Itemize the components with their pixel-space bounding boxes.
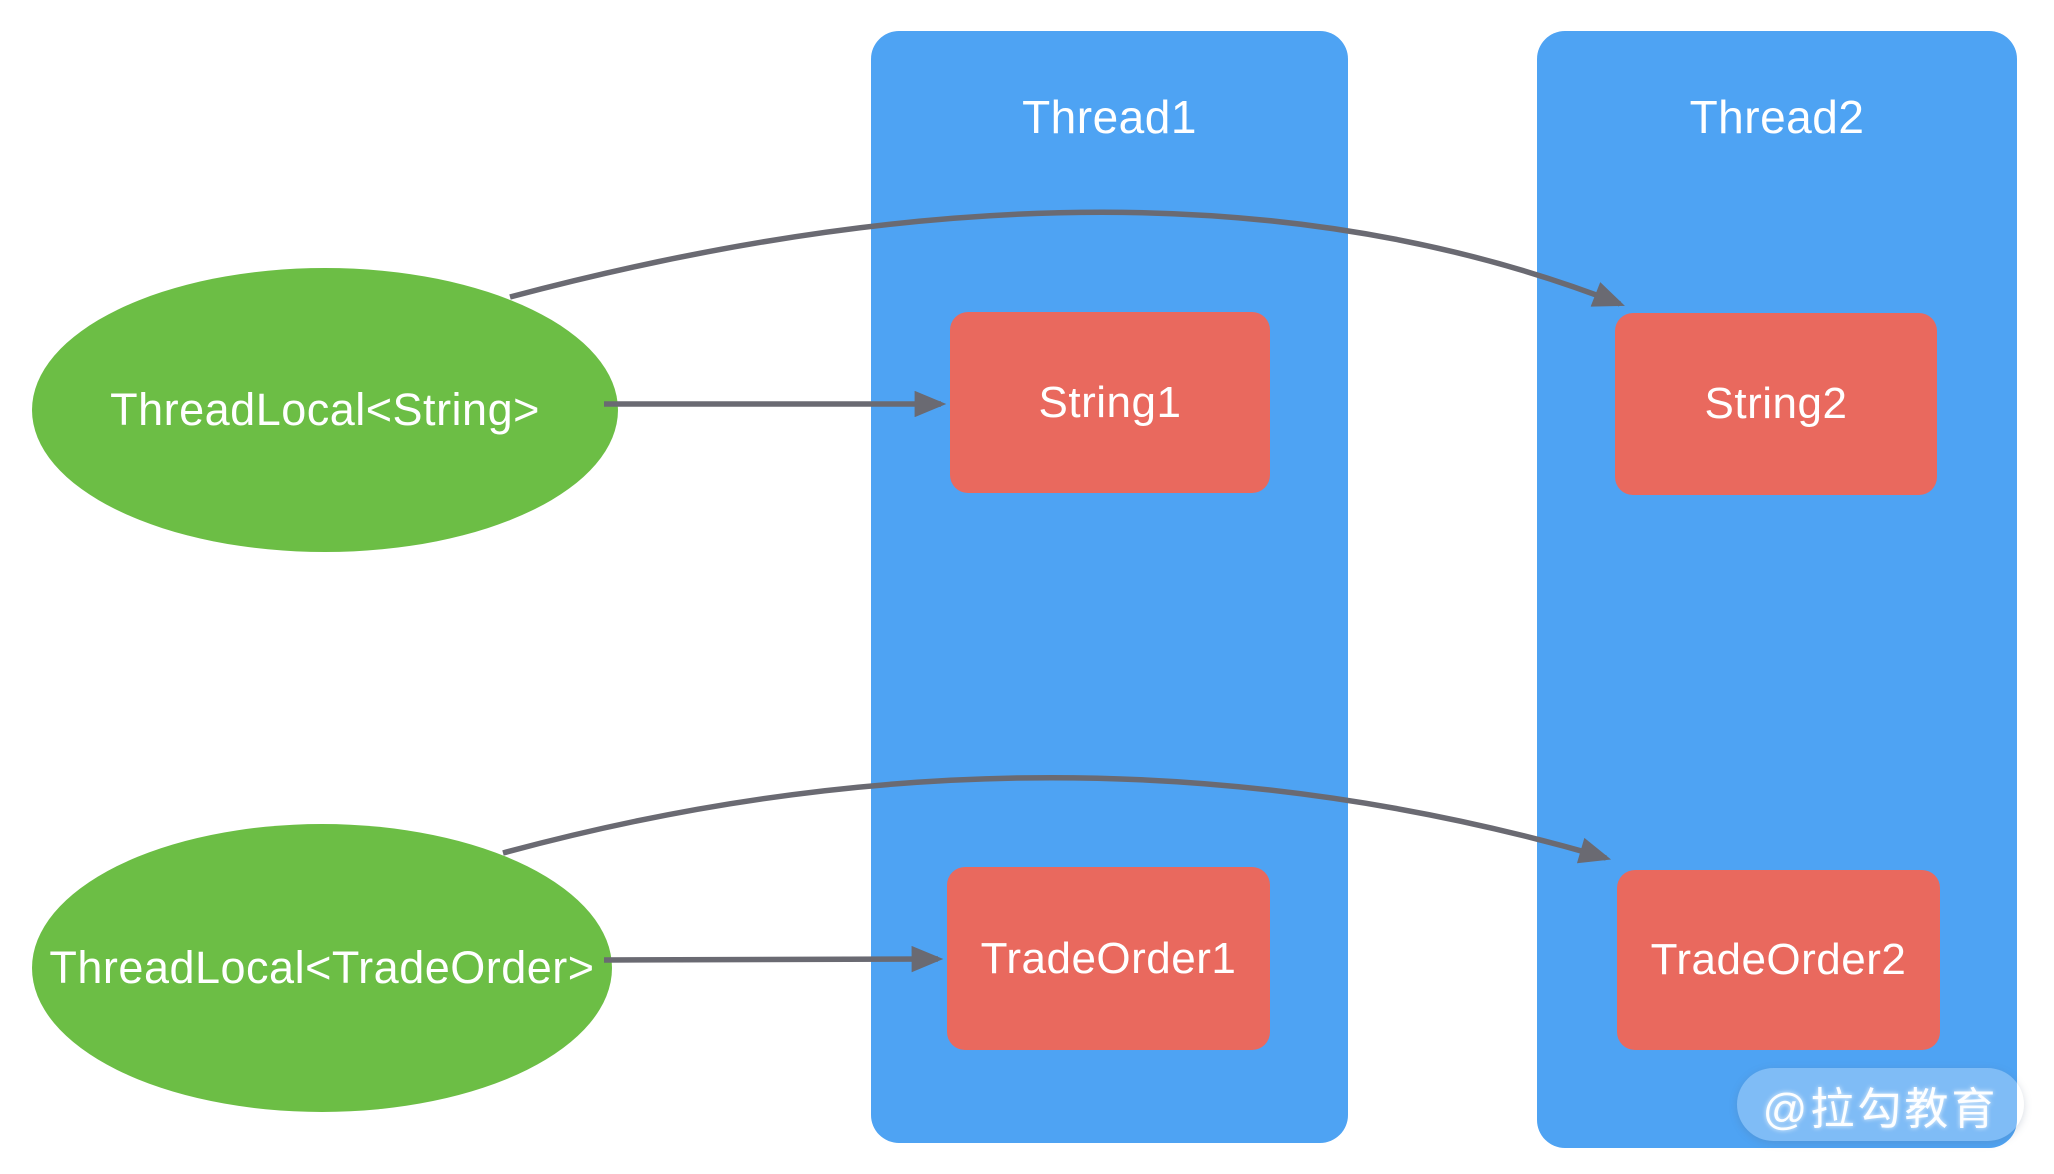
thread1-column: Thread1 String1 TradeOrder1 <box>871 31 1348 1143</box>
tradeorder2-box: TradeOrder2 <box>1617 870 1940 1050</box>
threadlocal-tradeorder-label: ThreadLocal<TradeOrder> <box>49 942 595 993</box>
thread2-column: Thread2 String2 TradeOrder2 <box>1537 31 2017 1148</box>
string1-box: String1 <box>950 312 1270 493</box>
tradeorder1-box: TradeOrder1 <box>947 867 1270 1050</box>
tradeorder2-label: TradeOrder2 <box>1650 935 1907 984</box>
string2-box: String2 <box>1615 313 1937 495</box>
thread2-title: Thread2 <box>1689 91 1865 143</box>
string2-label: String2 <box>1704 379 1848 428</box>
threadlocal-tradeorder-node: ThreadLocal<TradeOrder> <box>32 824 612 1112</box>
watermark-text: @拉勾教育 <box>1762 1084 1999 1134</box>
watermark-badge: @拉勾教育 <box>1737 1068 2024 1141</box>
string1-label: String1 <box>1038 377 1182 427</box>
threadlocal-string-label: ThreadLocal<String> <box>110 384 540 435</box>
tradeorder1-label: TradeOrder1 <box>980 933 1237 983</box>
threadlocal-string-node: ThreadLocal<String> <box>32 268 618 552</box>
thread1-title: Thread1 <box>1022 91 1197 143</box>
